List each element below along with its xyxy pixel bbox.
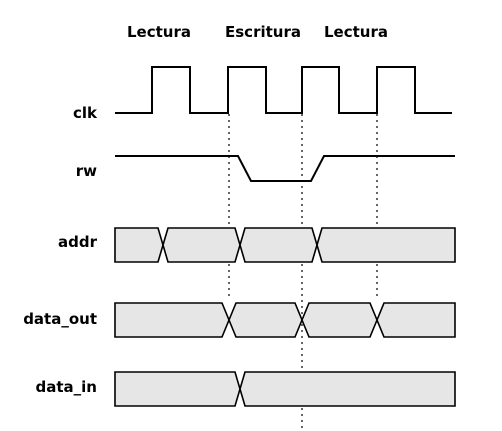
addr-bus [114,227,456,263]
phase-label-write: Escritura [225,23,301,41]
data-out-bus [114,302,456,338]
signal-label-clk: clk [73,104,98,122]
addr-segment-4 [316,227,456,263]
signal-label-data-out: data_out [23,310,97,328]
data-in-bus [114,371,456,407]
data-out-segment-3 [301,302,378,338]
addr-segment-3 [239,227,318,263]
data-in-segment-1 [114,371,241,407]
addr-segment-2 [162,227,241,263]
phase-label-read-1: Lectura [127,23,191,41]
phase-label-read-2: Lectura [324,23,388,41]
rw-waveform [115,155,455,182]
clk-waveform [115,66,452,114]
data-out-segment-2 [228,302,303,338]
data-out-segment-4 [376,302,456,338]
signal-label-addr: addr [58,233,98,251]
signal-label-rw: rw [76,162,97,180]
data-out-segment-1 [114,302,230,338]
addr-segment-1 [114,227,164,263]
data-in-segment-2 [239,371,456,407]
signal-label-data-in: data_in [36,378,97,396]
